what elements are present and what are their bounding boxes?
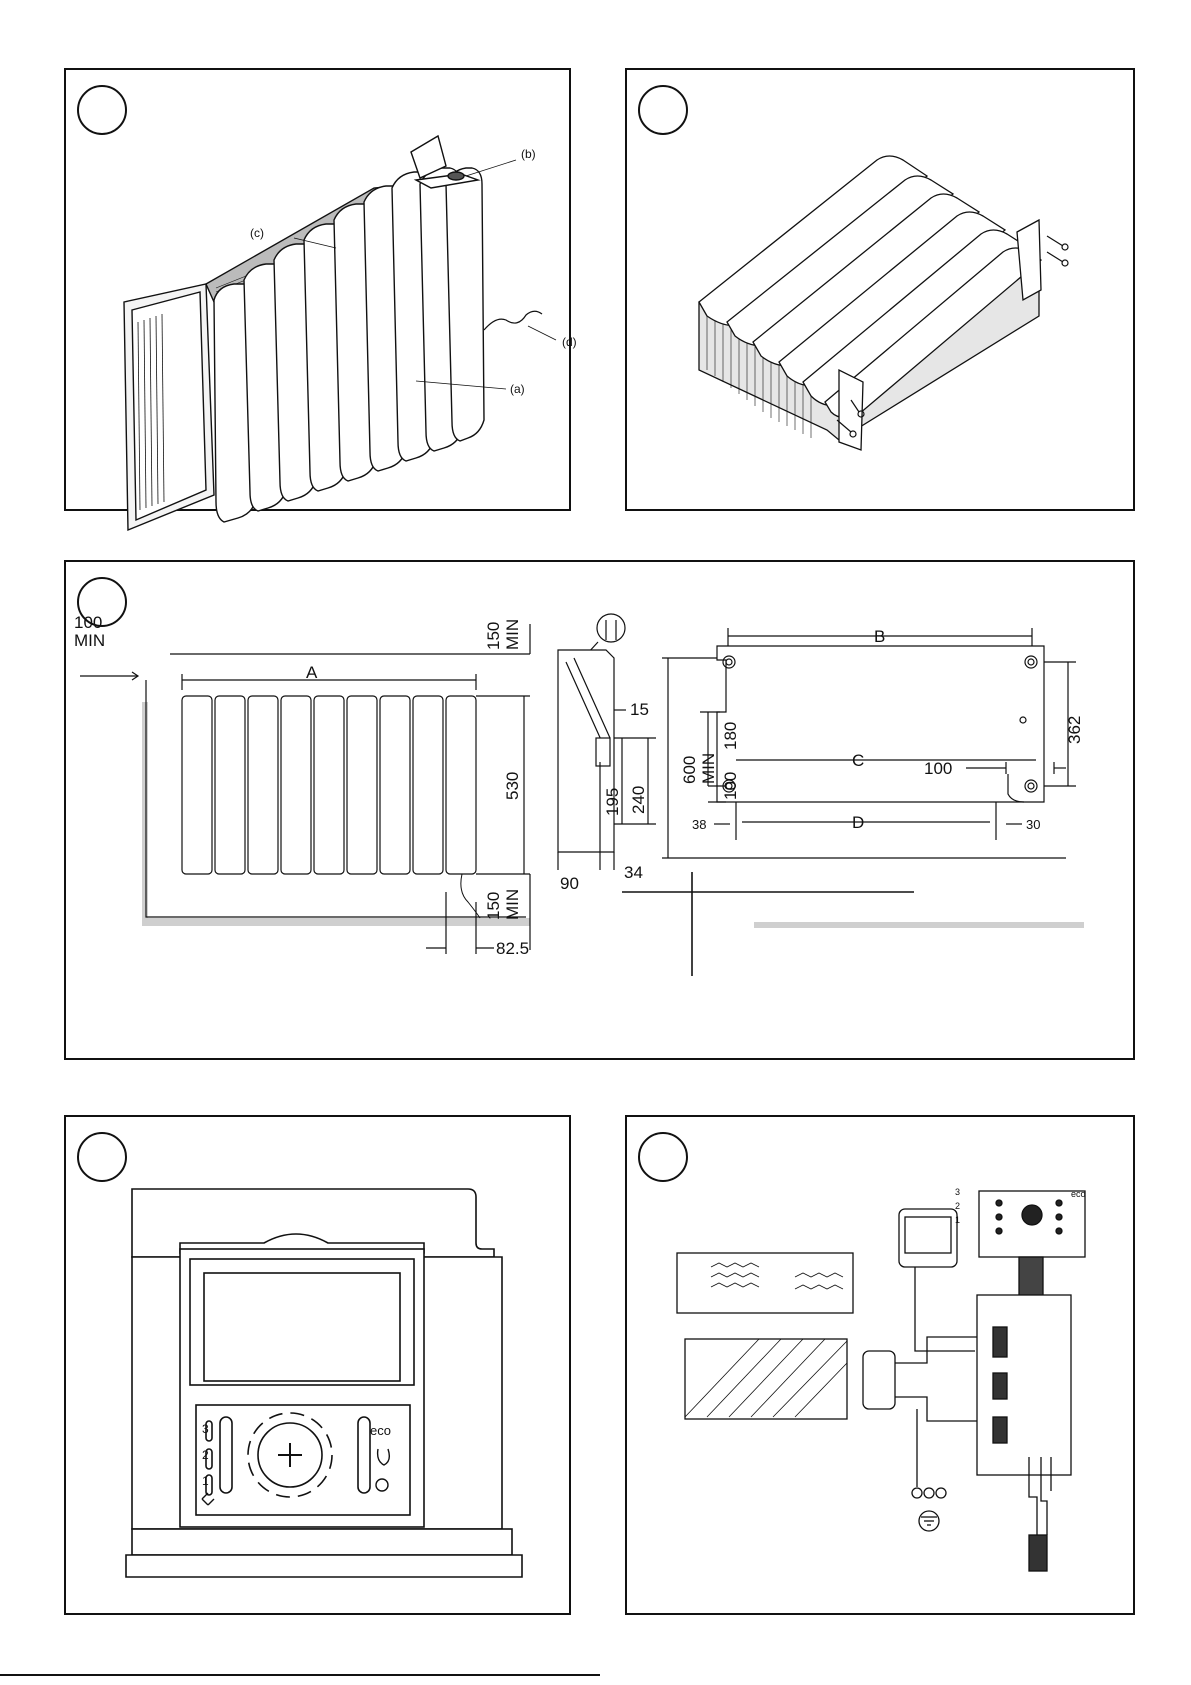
dim-180: 180 bbox=[721, 722, 740, 750]
dim-height-530: 530 bbox=[503, 772, 522, 800]
dim-top-clearance: 150 bbox=[484, 622, 503, 650]
front-view-radiator bbox=[182, 696, 476, 874]
wiring-diagram: 3 2 1 eco bbox=[627, 1117, 1137, 1617]
dim-600: 600 bbox=[680, 756, 699, 784]
dim-362: 362 bbox=[1065, 716, 1084, 744]
dim-100-left: 100 bbox=[721, 772, 740, 800]
dim-c-label: C bbox=[852, 751, 864, 770]
dim-90: 90 bbox=[560, 874, 579, 893]
label-b: (b) bbox=[521, 147, 536, 161]
radiator-perspective-drawing: (b) (c) (d) (a) bbox=[66, 70, 573, 513]
dim-left-clearance-unit: MIN bbox=[74, 631, 105, 650]
dim-195: 195 bbox=[603, 788, 622, 816]
panel-eco-label: eco bbox=[1071, 1189, 1086, 1199]
figure-1-panel: (b) (c) (d) (a) bbox=[64, 68, 571, 511]
dim-left-clearance: 100 bbox=[74, 613, 102, 632]
heating-element bbox=[677, 1253, 853, 1313]
power-board bbox=[977, 1295, 1071, 1475]
page-footer-rule bbox=[0, 1672, 1191, 1678]
figure-3-panel: A 100 MIN 150 MIN 530 150 MIN 82.5 15 19… bbox=[64, 560, 1135, 1060]
dim-30: 30 bbox=[1026, 817, 1040, 832]
panel-level-3: 3 bbox=[955, 1187, 960, 1197]
dim-d-label: D bbox=[852, 813, 864, 832]
dim-bottom-clearance-unit: MIN bbox=[503, 889, 522, 920]
installation-dimensions-drawing: A 100 MIN 150 MIN 530 150 MIN 82.5 15 19… bbox=[66, 562, 1137, 1062]
dim-b-label: B bbox=[874, 627, 885, 646]
speed-level-3: 3 bbox=[202, 1422, 209, 1436]
figure-2-panel bbox=[625, 68, 1135, 511]
dim-600-unit: MIN bbox=[699, 753, 718, 784]
fan-cylinder bbox=[685, 1339, 847, 1419]
panel-level-2: 2 bbox=[955, 1201, 960, 1211]
radiator-front-panels bbox=[214, 168, 484, 522]
dim-bottom-clearance: 150 bbox=[484, 892, 503, 920]
dim-top-clearance-unit: MIN bbox=[503, 619, 522, 650]
dim-100-right: 100 bbox=[924, 759, 952, 778]
speed-level-1: 1 bbox=[202, 1474, 209, 1488]
dim-34: 34 bbox=[624, 863, 643, 882]
label-c: (c) bbox=[250, 226, 264, 240]
dim-a-label: A bbox=[306, 663, 318, 682]
eco-mode-label: eco bbox=[370, 1423, 391, 1438]
dim-15: 15 bbox=[630, 700, 649, 719]
fan-motor bbox=[863, 1351, 895, 1409]
figure-5-panel: 3 2 1 eco bbox=[625, 1115, 1135, 1615]
side-view-bracket bbox=[558, 614, 656, 870]
dim-38: 38 bbox=[692, 817, 706, 832]
control-panel-drawing: 3 2 1 eco bbox=[66, 1117, 573, 1617]
panel-level-1: 1 bbox=[955, 1215, 960, 1225]
label-d: (d) bbox=[562, 335, 577, 349]
figure-4-panel: 3 2 1 eco bbox=[64, 1115, 571, 1615]
dim-cable-82-5: 82.5 bbox=[496, 939, 529, 958]
label-a: (a) bbox=[510, 382, 525, 396]
speed-level-2: 2 bbox=[202, 1448, 209, 1462]
radiator-rear-view-drawing bbox=[627, 70, 1137, 513]
dim-240: 240 bbox=[629, 786, 648, 814]
